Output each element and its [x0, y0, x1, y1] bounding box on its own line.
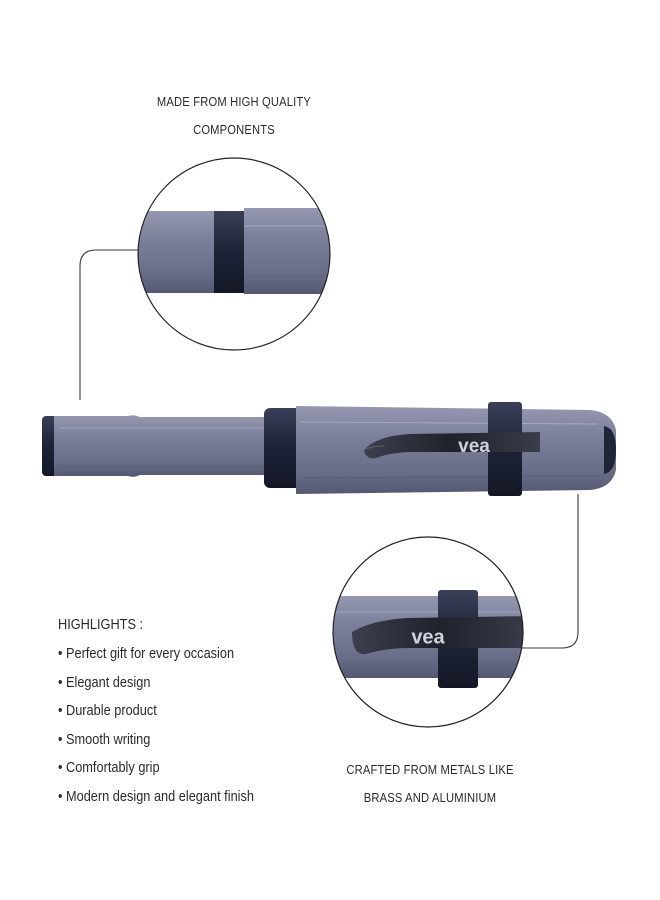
top-callout-line-1: MADE FROM HIGH QUALITY [156, 94, 312, 109]
highlights-list: HIGHLIGHTS : Perfect gift for every occa… [58, 612, 254, 812]
pen-body: vea [42, 402, 616, 496]
bottom-zoom-circle: vea [332, 536, 524, 728]
highlight-item: Smooth writing [58, 726, 254, 755]
highlight-item: Perfect gift for every occasion [58, 640, 254, 669]
highlight-item: Elegant design [58, 669, 254, 698]
bottom-callout-line-2: BRASS AND ALUMINIUM [363, 790, 497, 805]
top-connector-line [79, 249, 138, 400]
highlight-item: Modern design and elegant finish [58, 783, 254, 812]
top-callout-caption: MADE FROM HIGH QUALITY COMPONENTS [148, 88, 320, 144]
zoom-brand-logo: vea [411, 626, 445, 648]
top-zoom-circle [137, 157, 331, 351]
highlight-item: Comfortably grip [58, 754, 254, 783]
highlights-title: HIGHLIGHTS : [58, 617, 144, 633]
top-callout-line-2: COMPONENTS [193, 122, 275, 137]
pen-brand-logo: vea [458, 436, 490, 457]
bottom-callout-line-1: CRAFTED FROM METALS LIKE [346, 762, 514, 777]
highlight-item: Durable product [58, 697, 254, 726]
bottom-callout-caption: CRAFTED FROM METALS LIKE BRASS AND ALUMI… [344, 756, 516, 812]
bottom-connector-line [520, 494, 579, 649]
